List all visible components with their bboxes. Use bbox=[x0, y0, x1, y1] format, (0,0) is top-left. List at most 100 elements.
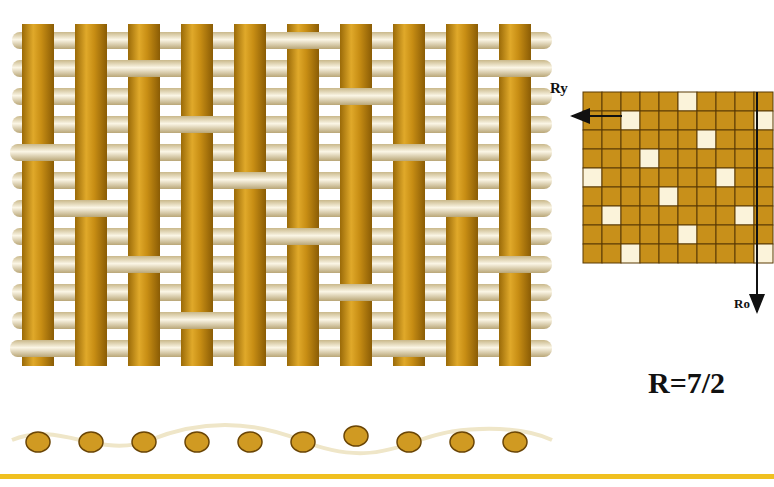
grid-cell bbox=[678, 130, 697, 149]
weft-float bbox=[275, 32, 331, 49]
grid-cell bbox=[735, 206, 754, 225]
grid-cell bbox=[716, 225, 735, 244]
grid-cell bbox=[697, 130, 716, 149]
warp-section bbox=[26, 432, 50, 452]
grid-cell bbox=[697, 149, 716, 168]
weave-grid bbox=[583, 92, 773, 263]
grid-cell bbox=[697, 92, 716, 111]
grid-cell bbox=[583, 244, 602, 263]
grid-cell bbox=[716, 130, 735, 149]
warp-thread bbox=[446, 24, 478, 366]
grid-cell bbox=[659, 92, 678, 111]
grid-cell bbox=[678, 187, 697, 206]
grid-cell bbox=[716, 168, 735, 187]
repeat-label: Ry bbox=[550, 80, 568, 97]
weft-float bbox=[381, 340, 437, 357]
grid-cell bbox=[640, 149, 659, 168]
grid-cell bbox=[735, 225, 754, 244]
warp-section bbox=[344, 426, 368, 446]
weft-float bbox=[328, 88, 384, 105]
weft-float bbox=[10, 144, 66, 161]
warp-thread bbox=[75, 24, 107, 366]
warp-thread bbox=[393, 24, 425, 366]
repeat-label: Ro bbox=[734, 296, 750, 312]
grid-cell bbox=[659, 187, 678, 206]
warp-thread bbox=[22, 24, 54, 366]
grid-cell bbox=[659, 130, 678, 149]
grid-cell bbox=[602, 149, 621, 168]
grid-cell bbox=[659, 225, 678, 244]
grid-cell bbox=[716, 206, 735, 225]
grid-cell bbox=[697, 244, 716, 263]
grid-cell bbox=[583, 130, 602, 149]
weft-float bbox=[10, 340, 66, 357]
grid-cell bbox=[735, 149, 754, 168]
grid-cell bbox=[716, 187, 735, 206]
weft-float bbox=[381, 144, 437, 161]
grid-cell bbox=[735, 130, 754, 149]
warp-section bbox=[132, 432, 156, 452]
repeat-arrow bbox=[572, 115, 622, 117]
grid-cell bbox=[659, 206, 678, 225]
grid-cell bbox=[621, 92, 640, 111]
grid-cell bbox=[659, 244, 678, 263]
grid-cell bbox=[621, 149, 640, 168]
grid-cell bbox=[678, 225, 697, 244]
warp-section bbox=[291, 432, 315, 452]
grid-cell bbox=[640, 130, 659, 149]
grid-cell bbox=[583, 92, 602, 111]
repeat-arrow bbox=[756, 92, 758, 312]
grid-cell bbox=[621, 130, 640, 149]
grid-cell bbox=[697, 225, 716, 244]
grid-cell bbox=[659, 149, 678, 168]
warp-thread bbox=[340, 24, 372, 366]
grid-cell bbox=[678, 149, 697, 168]
weft-float bbox=[222, 172, 278, 189]
grid-cell bbox=[697, 111, 716, 130]
grid-cell bbox=[640, 111, 659, 130]
grid-cell bbox=[678, 206, 697, 225]
weft-float bbox=[116, 256, 172, 273]
grid-cell bbox=[602, 187, 621, 206]
warp-section bbox=[238, 432, 262, 452]
weft-float bbox=[169, 116, 225, 133]
grid-cell bbox=[716, 92, 735, 111]
weft-float bbox=[275, 228, 331, 245]
grid-cell bbox=[678, 111, 697, 130]
grid-cell bbox=[621, 206, 640, 225]
grid-cell bbox=[716, 244, 735, 263]
weft-float bbox=[328, 284, 384, 301]
grid-cell bbox=[583, 206, 602, 225]
grid-cell bbox=[621, 244, 640, 263]
grid-cell bbox=[583, 149, 602, 168]
grid-cell bbox=[735, 111, 754, 130]
grid-cell bbox=[735, 168, 754, 187]
grid-cell bbox=[735, 244, 754, 263]
grid-cell bbox=[735, 187, 754, 206]
grid-cell bbox=[602, 168, 621, 187]
grid-cell bbox=[602, 92, 621, 111]
grid-cell bbox=[640, 92, 659, 111]
grid-cell bbox=[640, 225, 659, 244]
weft-float bbox=[487, 256, 543, 273]
grid-cell bbox=[602, 130, 621, 149]
warp-section bbox=[503, 432, 527, 452]
weft-float bbox=[63, 200, 119, 217]
grid-cell bbox=[697, 206, 716, 225]
cross-section bbox=[12, 425, 552, 453]
grid-cell bbox=[716, 149, 735, 168]
grid-cell bbox=[640, 206, 659, 225]
grid-cell bbox=[678, 244, 697, 263]
warp-section bbox=[397, 432, 421, 452]
grid-cell bbox=[697, 168, 716, 187]
weft-thread bbox=[12, 200, 552, 217]
grid-cell bbox=[659, 111, 678, 130]
grid-cell bbox=[602, 111, 621, 130]
weave-formula: R=7/2 bbox=[648, 366, 725, 400]
weft-float bbox=[434, 200, 490, 217]
grid-cell bbox=[621, 111, 640, 130]
grid-cell bbox=[640, 187, 659, 206]
grid-cell bbox=[583, 187, 602, 206]
warp-section bbox=[185, 432, 209, 452]
